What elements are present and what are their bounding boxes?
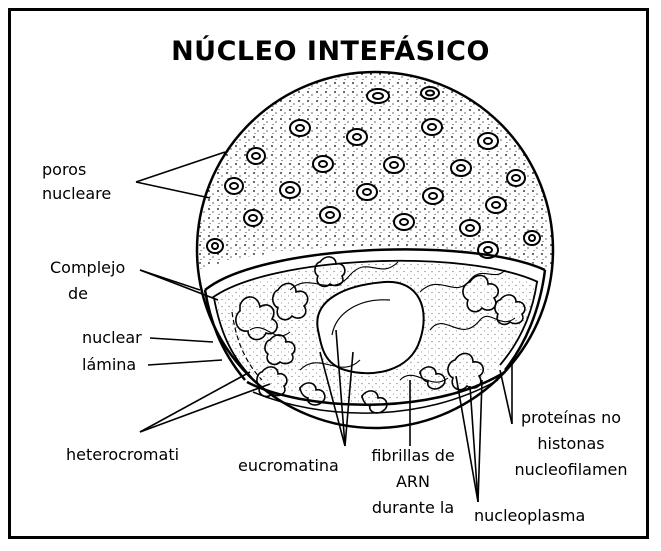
label-lamina: lámina — [82, 355, 137, 374]
label-durante-la: durante la — [371, 498, 455, 517]
leader-lines — [135, 151, 513, 503]
diagram-title: NÚCLEO INTEFÁSICO — [171, 36, 490, 67]
label-proteinas-no: proteínas no — [520, 408, 622, 427]
nuclear-pores — [206, 86, 541, 259]
label-nucleoplasma: nucleoplasma — [474, 506, 586, 525]
label-complejo: Complejo — [50, 258, 126, 277]
nucleolus — [316, 280, 425, 375]
label-heterocromati: heterocromati — [66, 445, 180, 464]
label-histonas: histonas — [537, 434, 605, 453]
heterochromatin-clumps — [235, 256, 526, 414]
label-nucleare: nucleare — [42, 184, 112, 203]
label-eucromatina: eucromatina — [238, 456, 339, 475]
label-de: de — [68, 284, 88, 303]
label-nuclear: nuclear — [82, 328, 142, 347]
euchromatin-fibrils — [249, 261, 516, 383]
label-nucleofilamen: nucleofilamen — [514, 460, 628, 479]
label-arn: ARN — [395, 472, 431, 491]
label-fibrillas: fibrillas de — [371, 446, 455, 465]
label-poros: poros — [42, 160, 87, 179]
